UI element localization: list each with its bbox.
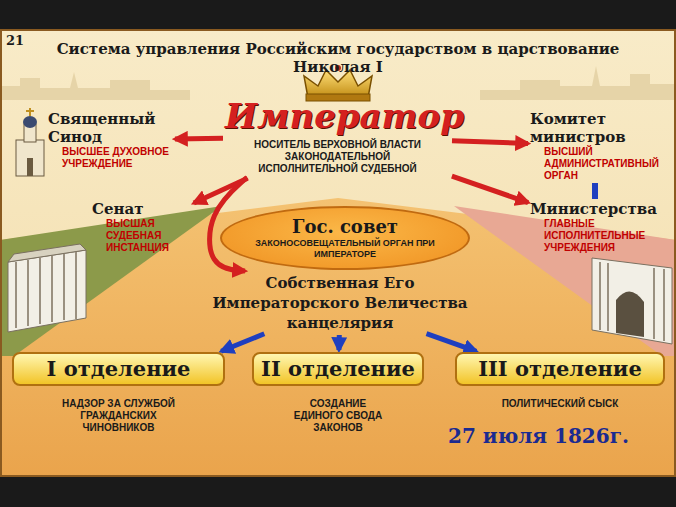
title: Система управления Российским государств…: [30, 40, 646, 76]
side-node: МинистерстваГЛАВНЫЕ ИСПОЛНИТЕЛЬНЫЕ УЧРЕЖ…: [530, 200, 668, 254]
emperor-note: НОСИТЕЛЬ ВЕРХОВНОЙ ВЛАСТИ ЗАКОНОДАТЕЛЬНО…: [248, 139, 428, 175]
date-label: 27 июля 1826г.: [448, 424, 629, 448]
council-role: ЗАКОНОСОВЕЩАТЕЛЬНЫЙ ОРГАН ПРИ ИМПЕРАТОРЕ: [252, 238, 438, 260]
link-arrow: [427, 334, 477, 352]
body-role: ГЛАВНЫЕ ИСПОЛНИТЕЛЬНЫЕ УЧРЕЖДЕНИЯ: [530, 218, 668, 254]
ground: [0, 198, 676, 476]
side-node: Комитет министровВЫСШИЙ АДМИНИСТРАТИВНЫЙ…: [530, 110, 665, 182]
dept-node: I отделениеНАДЗОР ЗА СЛУЖБОЙ ГРАЖДАНСКИХ…: [12, 352, 225, 434]
senate-building: [8, 244, 86, 332]
emp-node: ИмператорНОСИТЕЛЬ ВЕРХОВНОЙ ВЛАСТИ ЗАКОН…: [225, 96, 450, 177]
department-box: III отделение: [455, 352, 665, 386]
emperor-title: Император: [225, 98, 450, 135]
department-task: ПОЛИТИЧЕСКИЙ СЫСК: [495, 398, 625, 410]
body-name: Комитет министров: [530, 110, 665, 146]
pink-field: [454, 206, 676, 356]
authority-arrow: [452, 176, 528, 202]
side-node: СенатВЫСШАЯ СУДЕБНАЯ ИНСТАНЦИЯ: [92, 200, 192, 254]
department-task: НАДЗОР ЗА СЛУЖБОЙ ГРАЖДАНСКИХ ЧИНОВНИКОВ: [56, 398, 181, 434]
dept-node: III отделениеПОЛИТИЧЕСКИЙ СЫСК: [455, 352, 665, 410]
side-node: Священный СинодВЫСШЕЕ ДУХОВНОЕ УЧРЕЖДЕНИ…: [48, 110, 173, 170]
link-arrow: [592, 183, 598, 199]
department-box: I отделение: [12, 352, 225, 386]
chancellery-name: Собственная Его Императорского Величеств…: [205, 273, 475, 333]
authority-arrow: [452, 141, 528, 144]
frame: [1, 30, 675, 476]
body-name: Священный Синод: [48, 110, 173, 146]
council-name: Гос. совет: [252, 216, 438, 238]
ministry-building: [592, 258, 672, 344]
body-role: ВЫСШЕЕ ДУХОВНОЕ УЧРЕЖДЕНИЕ: [48, 146, 173, 170]
church-icon: [16, 108, 44, 176]
department-box: II отделение: [252, 352, 424, 386]
authority-arrow: [175, 136, 223, 142]
body-role: ВЫСШИЙ АДМИНИСТРАТИВНЫЙ ОРГАН: [530, 146, 665, 182]
gos-node: Гос. советЗАКОНОСОВЕЩАТЕЛЬНЫЙ ОРГАН ПРИ …: [220, 206, 470, 270]
department-task: СОЗДАНИЕ ЕДИНОГО СВОДА ЗАКОНОВ: [291, 398, 386, 434]
green-field: [0, 206, 222, 356]
link-arrow: [336, 335, 341, 350]
kanc-node: Собственная Его Императорского Величеств…: [205, 273, 475, 333]
slide-number: 21: [6, 33, 24, 48]
body-name: Сенат: [92, 200, 192, 218]
body-role: ВЫСШАЯ СУДЕБНАЯ ИНСТАНЦИЯ: [92, 218, 192, 254]
link-arrow: [221, 334, 264, 351]
body-name: Министерства: [530, 200, 668, 218]
dept-node: II отделениеСОЗДАНИЕ ЕДИНОГО СВОДА ЗАКОН…: [252, 352, 424, 434]
sky: [0, 30, 676, 476]
